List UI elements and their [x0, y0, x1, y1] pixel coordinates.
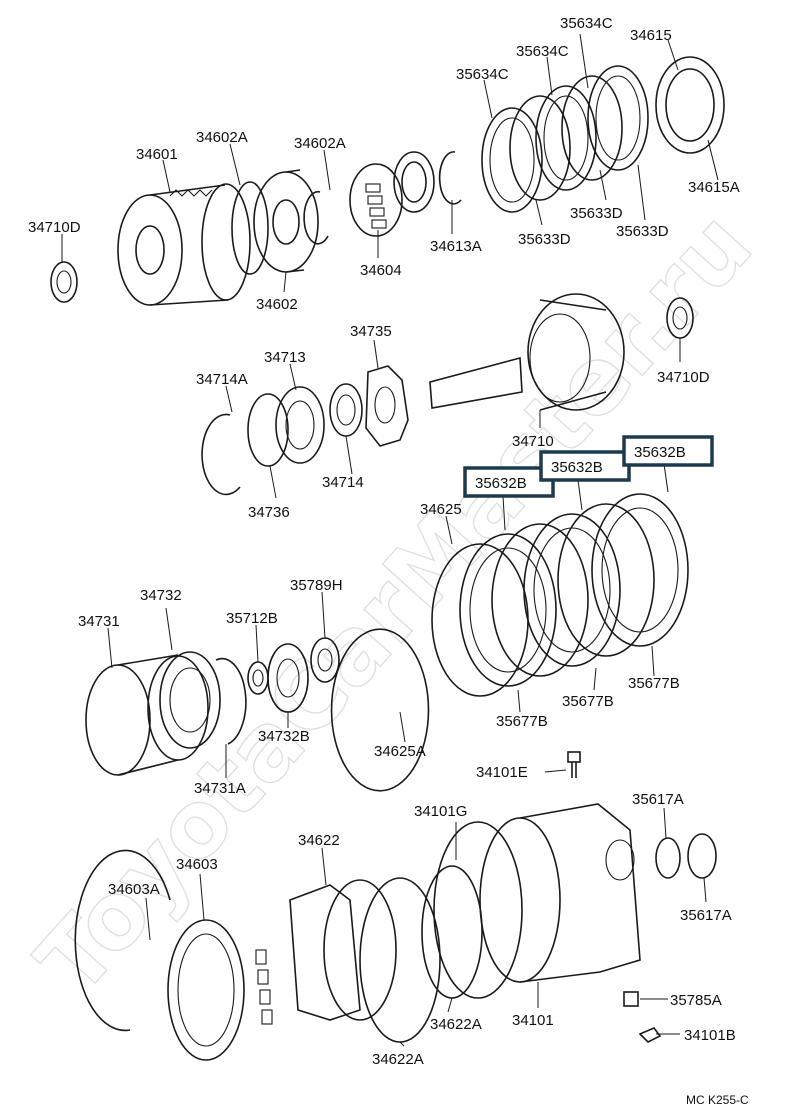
part-34602-piston[interactable]	[253, 169, 319, 273]
part-34603-hub[interactable]	[167, 919, 273, 1061]
label-35785a: 35785A	[670, 992, 722, 1009]
label-34732: 34732	[140, 587, 182, 604]
label-34603: 34603	[176, 856, 218, 873]
highlight-box-2[interactable]	[539, 450, 631, 482]
label-34602a-2: 34602A	[294, 135, 346, 152]
label-35617a-2: 35617A	[680, 907, 732, 924]
highlight-box-1[interactable]	[463, 466, 555, 498]
label-34613a: 34613A	[430, 238, 482, 255]
label-35634c-mid: 35634C	[516, 43, 569, 60]
part-34601-drum[interactable]	[117, 183, 251, 306]
part-34622-carrier[interactable]	[289, 879, 397, 1021]
highlight-label-1: 35632B	[475, 475, 527, 492]
label-34622a-2: 34622A	[372, 1051, 424, 1068]
part-34101b-clip[interactable]	[638, 1027, 662, 1043]
label-34735: 34735	[350, 323, 392, 340]
label-34604: 34604	[360, 262, 402, 279]
highlighted-part-35632b: 35632B 35632B 35632B	[463, 435, 714, 498]
label-34602: 34602	[256, 296, 298, 313]
leader-lines	[61, 33, 719, 1047]
part-34732-gear[interactable]	[159, 651, 221, 749]
part-brake-pack-lower[interactable]	[431, 493, 689, 697]
label-34731a: 34731A	[194, 780, 246, 797]
label-34714a: 34714A	[196, 371, 248, 388]
part-labels: 35634C 34615 35634C 35634C 34601 34602A …	[28, 15, 740, 1068]
part-34602a-ring[interactable]	[231, 181, 269, 275]
drawing-code: MC K255-C	[686, 1093, 749, 1107]
label-34622a-1: 34622A	[430, 1016, 482, 1033]
label-34622: 34622	[298, 832, 340, 849]
part-34622a-ring-2[interactable]	[421, 865, 483, 999]
part-34101g-ring[interactable]	[433, 821, 523, 999]
part-35617a-rings[interactable]	[655, 833, 717, 879]
part-34604-springs[interactable]	[349, 163, 403, 237]
label-35712b: 35712B	[226, 610, 278, 627]
label-34710d-right: 34710D	[657, 369, 710, 386]
part-35785a-nut[interactable]	[623, 991, 639, 1007]
part-34613a-ring[interactable]	[438, 151, 462, 205]
part-34101-case[interactable]	[479, 803, 641, 983]
label-34602a-1: 34602A	[196, 129, 248, 146]
label-34101e: 34101E	[476, 764, 528, 781]
label-34731: 34731	[78, 613, 120, 630]
label-35677b-2: 35677B	[562, 693, 614, 710]
part-34731a-ring[interactable]	[215, 657, 247, 745]
label-34625: 34625	[420, 501, 462, 518]
label-34603a: 34603A	[108, 881, 160, 898]
part-34101e-bolt[interactable]	[567, 751, 581, 778]
part-34735-sun-gear-input-drum[interactable]	[365, 365, 409, 447]
label-34615: 34615	[630, 27, 672, 44]
part-34603a-ring[interactable]	[74, 849, 171, 1032]
label-34625a: 34625A	[374, 743, 426, 760]
label-35789h: 35789H	[290, 577, 343, 594]
part-34714-bearing[interactable]	[329, 383, 363, 437]
label-34101g: 34101G	[414, 803, 467, 820]
label-34736: 34736	[248, 504, 290, 521]
label-35633d-2: 35633D	[616, 223, 669, 240]
label-35617a-1: 35617A	[632, 791, 684, 808]
part-34714a-ring[interactable]	[201, 413, 241, 496]
label-35677b-3: 35677B	[628, 675, 680, 692]
part-retainer[interactable]	[393, 151, 435, 213]
part-34625a-ring[interactable]	[330, 628, 430, 792]
label-34710d-left: 34710D	[28, 219, 81, 236]
part-34710-shaft[interactable]	[429, 293, 625, 411]
part-clutch-pack-upper[interactable]	[481, 65, 649, 213]
part-34615-flange[interactable]	[655, 56, 725, 154]
label-35634c-top: 35634C	[560, 15, 613, 32]
part-34622a-ring-1[interactable]	[359, 877, 441, 1043]
label-34101b: 34101B	[684, 1027, 736, 1044]
label-34713: 34713	[264, 349, 306, 366]
label-34714: 34714	[322, 474, 364, 491]
label-34615a: 34615A	[688, 179, 740, 196]
highlight-box-3[interactable]	[622, 435, 714, 467]
label-35633d-3: 35633D	[518, 231, 571, 248]
part-34736-ring[interactable]	[247, 393, 289, 467]
highlight-label-3: 35632B	[634, 444, 686, 461]
part-34710d-bearing-left[interactable]	[50, 261, 78, 303]
label-34710: 34710	[512, 433, 554, 450]
label-35634c-left: 35634C	[456, 66, 509, 83]
part-34731-drum[interactable]	[85, 654, 209, 776]
label-34732b: 34732B	[258, 728, 310, 745]
label-35677b-1: 35677B	[496, 713, 548, 730]
highlight-label-2: 35632B	[551, 459, 603, 476]
label-34601: 34601	[136, 146, 178, 163]
label-35633d-1: 35633D	[570, 205, 623, 222]
label-34101: 34101	[512, 1012, 554, 1029]
part-34713-gear[interactable]	[275, 386, 325, 464]
